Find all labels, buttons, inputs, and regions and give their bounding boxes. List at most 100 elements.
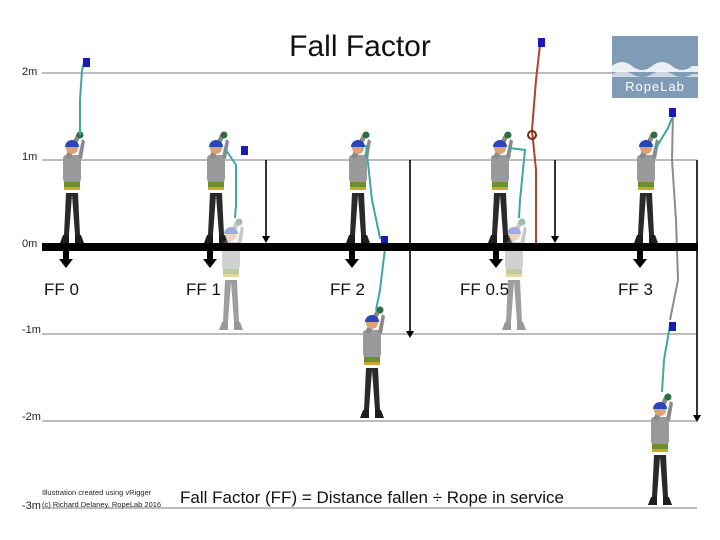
climber-ff0-5-after-fall — [502, 218, 527, 330]
climber-ff2-start — [346, 131, 371, 243]
climber-glove — [362, 131, 370, 139]
fall-distance-arrow-ff0-5 — [551, 160, 559, 243]
level-label-minus-1m: -1m — [22, 324, 41, 336]
climber-harness-strap — [638, 187, 654, 190]
figure-layer — [59, 38, 701, 505]
climber-arm — [378, 314, 385, 334]
climber-harness — [638, 181, 654, 188]
logo-wave-icon — [612, 62, 698, 77]
helmet-icon — [493, 140, 507, 147]
anchor-bolt-icon — [538, 38, 545, 47]
climber-harness-strap — [350, 187, 366, 190]
anchor-bolt-icon — [669, 108, 676, 117]
climber-boot — [346, 235, 355, 243]
climber-ff3-after-fall — [648, 393, 673, 505]
level-label-minus-3m: -3m — [22, 500, 41, 512]
rope-ff3-lanyard — [655, 117, 673, 149]
logo-text: RopeLab — [625, 79, 685, 94]
ropelab-logo: RopeLab — [612, 36, 698, 98]
helmet-icon — [65, 140, 79, 147]
climber-boot — [634, 235, 643, 243]
climber-glove — [518, 218, 526, 226]
ff-label-1: FF 1 — [186, 280, 221, 299]
climber-torso — [491, 155, 509, 182]
climber-ff1-after-fall — [219, 218, 244, 330]
credit-line-1: Illustration created using vRigger — [42, 488, 152, 497]
climber-boot — [234, 322, 243, 330]
climber-harness-strap — [223, 274, 239, 277]
climber-arm — [222, 139, 229, 159]
climber-boot — [517, 322, 526, 330]
climber-arm — [506, 139, 513, 159]
ff-label-3: FF 3 — [618, 280, 653, 299]
climber-legs — [638, 193, 654, 235]
helmet-icon — [351, 140, 365, 147]
beam-down-arrow — [203, 251, 217, 268]
helmet-icon — [507, 227, 521, 234]
climber-harness-strap — [364, 362, 380, 365]
climber-harness-strap — [506, 274, 522, 277]
anchor-bolt-icon — [669, 322, 676, 331]
climber-head — [508, 229, 520, 241]
beam-down-arrow — [633, 251, 647, 268]
climber-arm — [224, 220, 240, 246]
climber-arm — [507, 220, 523, 246]
rope-ff2 — [365, 144, 388, 311]
climber-harness — [652, 443, 668, 450]
climber-torso — [637, 155, 655, 182]
rope-ff1 — [225, 149, 237, 219]
level-label-0m: 0m — [22, 238, 38, 250]
ff-label-2: FF 2 — [330, 280, 365, 299]
climber-legs — [364, 368, 380, 410]
beam-down-arrow — [59, 251, 73, 268]
climber-boot — [361, 235, 370, 243]
climber-harness — [350, 181, 366, 188]
level-label-2m: 2m — [22, 66, 38, 78]
climber-ff0 — [60, 131, 85, 243]
climber-legs — [208, 193, 224, 235]
climber-boot — [649, 235, 658, 243]
climber-boot — [648, 497, 657, 505]
ground-beam — [42, 243, 698, 251]
credit-line-2: (c) Richard Delaney, RopeLab 2016 — [42, 500, 162, 509]
helmet-icon — [653, 402, 667, 409]
rope-ff3-after — [661, 324, 671, 393]
anchor-bolt-icon — [381, 236, 388, 245]
climber-boot — [219, 235, 228, 243]
climber-harness-strap — [652, 449, 668, 452]
anchor-bolt-icon — [241, 146, 248, 155]
climber-boot — [360, 410, 369, 418]
climber-harness-strap — [64, 187, 80, 190]
climber-glove — [235, 218, 243, 226]
level-gridlines — [42, 72, 697, 509]
beam-layer — [42, 243, 698, 251]
climber-glove — [376, 306, 384, 314]
climber-ff0-5-start — [488, 131, 513, 243]
climber-glove — [664, 393, 672, 401]
ff-label-0-5: FF 0.5 — [460, 280, 510, 299]
climber-torso — [63, 155, 81, 182]
helmet-icon — [209, 140, 223, 147]
page-title: Fall Factor — [289, 30, 431, 63]
climber-legs — [492, 193, 508, 235]
climber-boot — [663, 497, 672, 505]
climber-glove — [650, 131, 658, 139]
beam-down-arrow — [345, 251, 359, 268]
climber-harness-strap — [492, 187, 508, 190]
climber-boot — [488, 235, 497, 243]
helmet-icon — [224, 227, 238, 234]
climber-harness — [506, 268, 522, 275]
climber-ff3-start — [634, 131, 659, 243]
climber-harness — [208, 181, 224, 188]
climber-torso — [363, 330, 381, 357]
climber-glove — [220, 131, 228, 139]
formula-text: Fall Factor (FF) = Distance fallen ÷ Rop… — [180, 488, 564, 507]
climber-legs — [652, 455, 668, 497]
climber-torso — [651, 417, 669, 444]
rope-ff0-5 — [509, 147, 527, 219]
level-label-minus-2m: -2m — [22, 411, 41, 423]
climber-legs — [223, 280, 239, 322]
rope-red-ff0-5 — [530, 44, 541, 243]
